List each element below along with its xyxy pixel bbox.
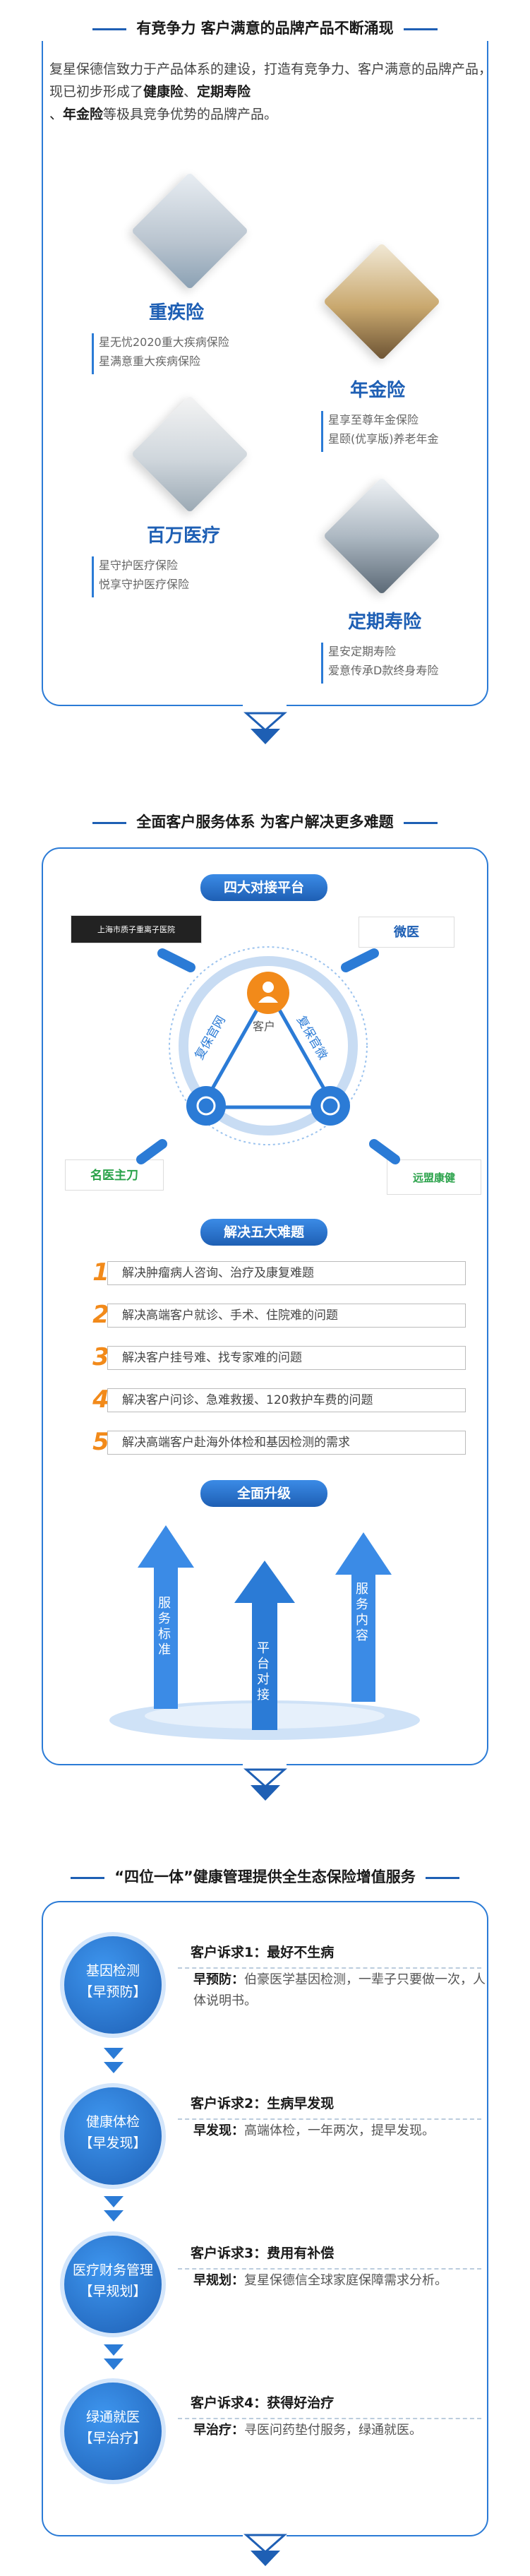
product-line: 星满意重大疾病保险 — [99, 354, 201, 368]
product-annuity: 年金险 星享至尊年金保险 星颐(优享版)养老年金 — [321, 376, 505, 452]
product-name: 百万医疗 — [146, 525, 220, 547]
product-line: 星安定期寿险 — [328, 645, 397, 658]
need-4: 客户诉求4：获得好治疗早治疗：寻医问药垫付服务，绿通就医。 — [178, 2392, 487, 2441]
product-line: 星守护医疗保险 — [99, 559, 179, 572]
product-term-life: 定期寿险 星安定期寿险 爱意传承D款终身寿险 — [321, 607, 505, 684]
need-2: 客户诉求2：生病早发现早发现：高端体检，一年两次，提早发现。 — [178, 2093, 487, 2142]
chevron-down-icon — [243, 1768, 287, 1801]
chevron-down-icon — [243, 2534, 287, 2566]
upgrade-arrows — [109, 1525, 420, 1740]
product-name: 定期寿险 — [347, 612, 421, 633]
logo-weiyi: 微医 — [359, 917, 454, 948]
step-green-channel: 绿通就医【早治疗】 — [60, 2378, 166, 2484]
product-line: 星无忧2020重大疾病保险 — [99, 335, 229, 349]
platform-label: 四大对接平台 — [200, 874, 327, 901]
need-3: 客户诉求3：费用有补偿早规划：复星保德信全球家庭保障需求分析。 — [178, 2243, 487, 2291]
product-line: 星颐(优享版)养老年金 — [328, 432, 439, 446]
product-line: 悦享守护医疗保险 — [99, 578, 190, 591]
chevron-down-icon — [104, 2196, 124, 2222]
products-intro: 复星保德信致力于产品体系的建设，打造有竞争力、客户满意的品牌产品，现已初步形成了… — [49, 61, 493, 122]
logo-mingyi: 名医主刀 — [65, 1159, 164, 1191]
product-name: 重疾险 — [148, 302, 204, 323]
customer-label: 客户 — [253, 1020, 276, 1033]
logo-yuanmeng: 远盟康健 — [387, 1159, 481, 1195]
arrow-label-service-content: 服务内容 — [356, 1582, 368, 1643]
logo-proton-hospital: 上海市质子重离子医院 — [71, 915, 202, 943]
product-line: 星享至尊年金保险 — [328, 413, 419, 427]
chevron-down-icon — [104, 2344, 124, 2370]
products-panel — [42, 41, 488, 706]
connector-arrows — [136, 948, 400, 1164]
step-gene-test: 基因检测【早预防】 — [60, 1932, 166, 2038]
product-critical-illness: 重疾险 星无忧2020重大疾病保险 星满意重大疾病保险 — [92, 298, 289, 374]
step-medical-finance: 医疗财务管理【早规划】 — [60, 2231, 166, 2337]
chevron-down-icon — [104, 2048, 124, 2073]
need-1: 客户诉求1：最好不生病早预防：伯豪医学基因检测，一辈子只要做一次，人体说明书。 — [178, 1942, 487, 2012]
upgrade-label: 全面升级 — [200, 1480, 327, 1507]
section2-title: 全面客户服务体系 为客户解决更多难题 — [0, 811, 530, 832]
platform-diagram — [169, 946, 368, 1145]
section1-title: 有竞争力 客户满意的品牌产品不断涌现 — [0, 17, 530, 38]
step-health-checkup: 健康体检【早发现】 — [60, 2083, 166, 2189]
arrow-label-service-standard: 服务标准 — [158, 1596, 171, 1657]
chevron-down-icon — [243, 712, 287, 744]
product-name: 年金险 — [349, 380, 405, 401]
panel-notch — [243, 2522, 287, 2551]
arrow-label-platform: 平台对接 — [257, 1641, 270, 1703]
section3-title: “四位一体”健康管理提供全生态保险增值服务 — [0, 1866, 530, 1887]
product-medical: 百万医疗 星守护医疗保险 悦享守护医疗保险 — [92, 521, 289, 597]
problems-label: 解决五大难题 — [200, 1219, 327, 1246]
product-line: 爱意传承D款终身寿险 — [328, 664, 439, 677]
